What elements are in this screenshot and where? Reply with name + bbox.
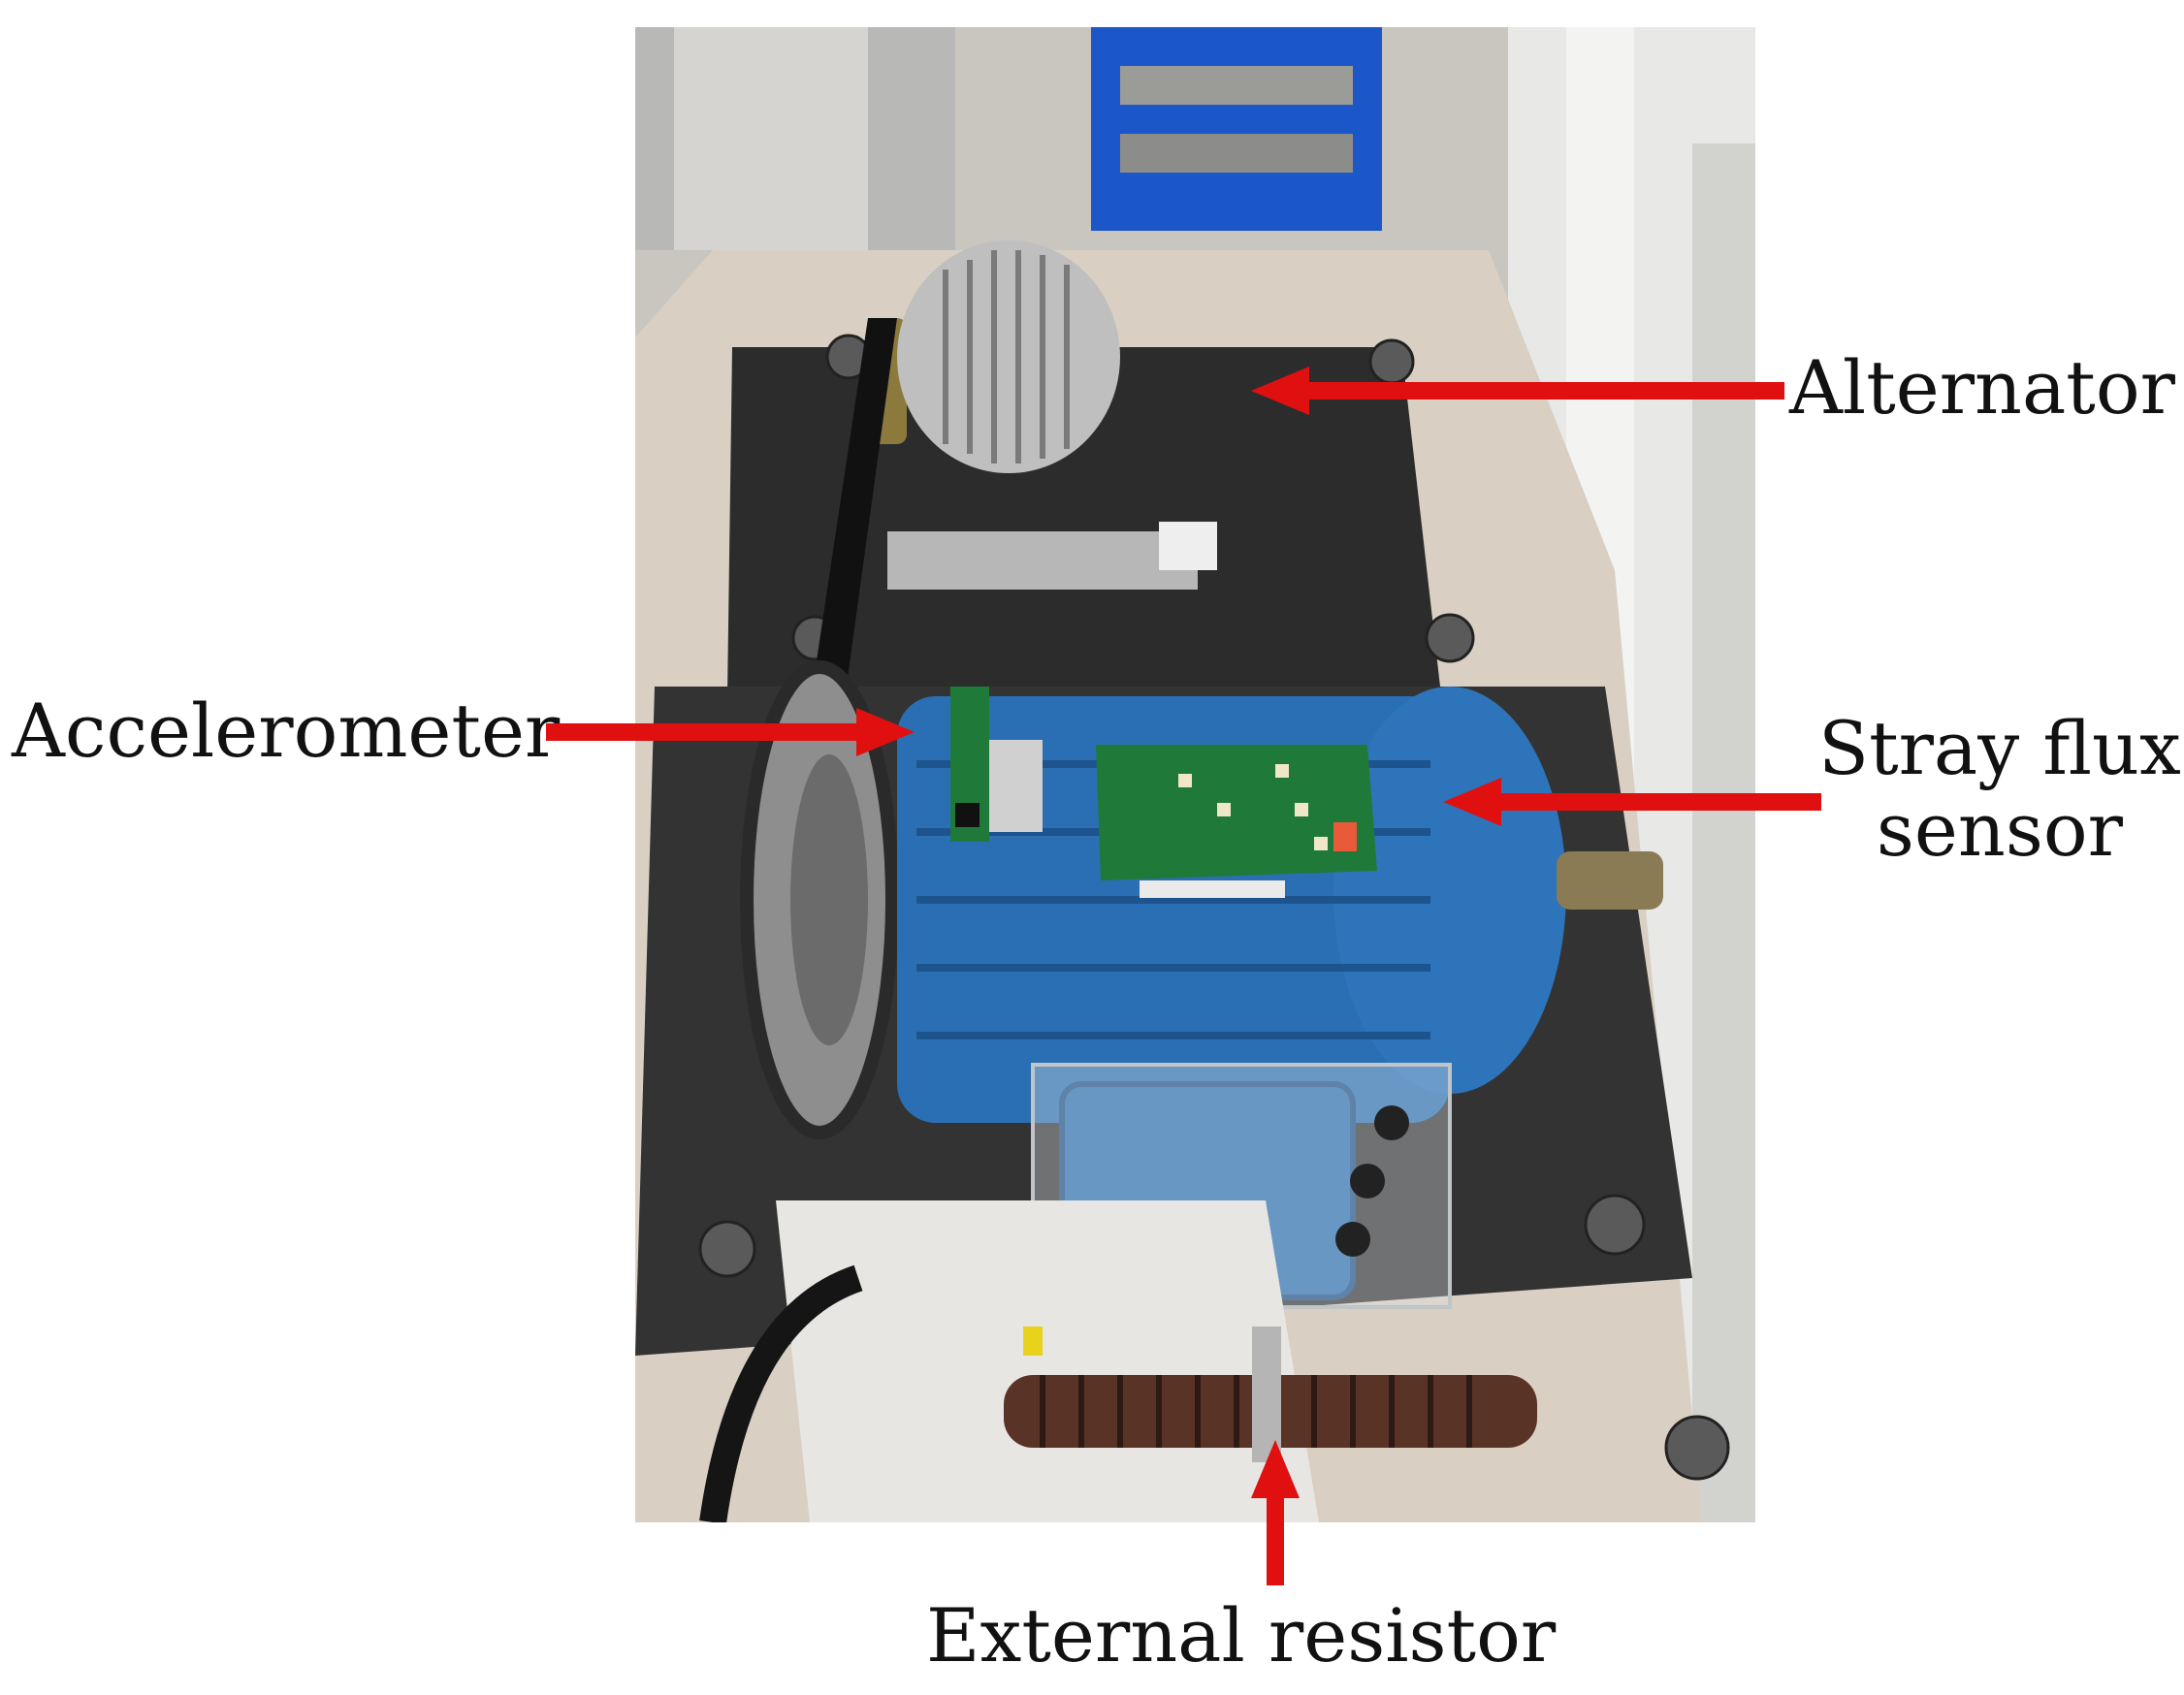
motor-end-cap <box>1333 687 1566 1094</box>
stray-flux-sensor-pcb <box>1096 745 1377 898</box>
bolt <box>1425 613 1475 663</box>
rack-shelf-1 <box>1120 66 1353 105</box>
bolt <box>698 1220 756 1278</box>
blue-rack <box>1091 27 1382 231</box>
external-resistor <box>1004 1327 1537 1462</box>
resistor-platform <box>776 1200 1319 1522</box>
fuse-holder <box>1335 1222 1370 1257</box>
shaft-encoder <box>1557 851 1663 910</box>
bolt <box>1584 1194 1646 1256</box>
resistor-clamp <box>1252 1327 1281 1462</box>
alternator-label: Alternator <box>1789 344 2175 431</box>
stray-flux-sensor-label: Stray flux sensor <box>1818 708 2181 870</box>
bolt <box>1664 1415 1730 1481</box>
accelerometer-pcb <box>950 687 1043 842</box>
alternator-arrow <box>1251 367 1784 415</box>
pulley-hub <box>790 754 868 1045</box>
fuse-holder <box>1374 1105 1409 1140</box>
power-cable <box>699 1264 863 1522</box>
accelerometer-bracket <box>989 740 1043 832</box>
stray-flux-arrow <box>1443 778 1821 826</box>
external-resistor-arrow <box>1251 1440 1300 1585</box>
accelerometer-arrow <box>546 708 915 756</box>
connector-yellow <box>1023 1327 1043 1356</box>
pcb-tape <box>1140 880 1285 898</box>
alternator-clamp <box>1159 522 1217 570</box>
alternator-unit <box>868 240 1217 590</box>
right-frame <box>1692 144 1755 1522</box>
external-resistor-label: External resistor <box>926 1592 1557 1679</box>
rack-shelf-2 <box>1120 134 1353 173</box>
accelerometer-label: Accelerometer <box>12 688 561 774</box>
alternator-fins <box>943 250 1070 464</box>
test-bench-illustration <box>635 27 1755 1522</box>
alternator-body <box>897 240 1120 473</box>
test-bench-photo <box>635 27 1755 1522</box>
fuse-holder <box>1350 1164 1385 1199</box>
alternator-rail <box>887 531 1198 590</box>
stray-flux-label-line1: Stray flux <box>1818 705 2181 791</box>
cabinet-left-face <box>674 27 868 250</box>
drive-belt <box>810 318 897 706</box>
stray-flux-label-line2: sensor <box>1876 785 2123 873</box>
pcb-board <box>1096 745 1377 880</box>
